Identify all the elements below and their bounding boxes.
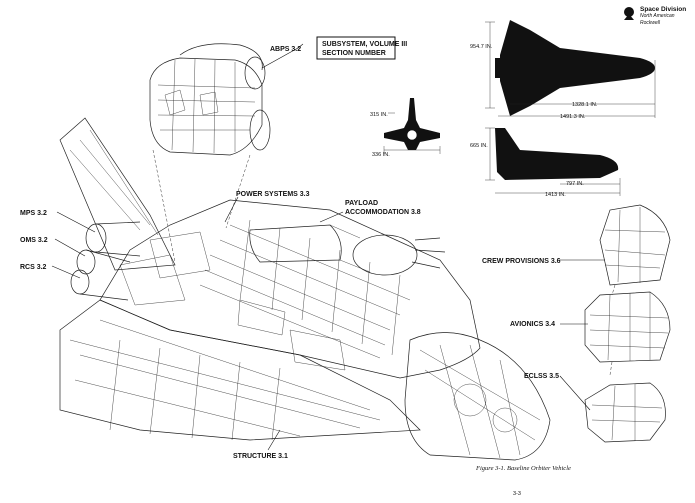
legend-box [316,36,396,60]
label-power-systems: POWER SYSTEMS 3.3 [236,191,310,198]
figure-caption: Figure 3-1. Baseline Orbiter Vehicle [475,465,571,472]
brand-line-2: North American Rockwell [640,13,675,26]
side-view-silhouette [485,127,621,196]
dim-side-length-2: 1413 IN. [545,192,566,198]
dim-front-width: 336 IN. [372,152,390,158]
label-avionics: AVIONICS 3.4 [510,321,555,328]
dim-top-length-1: 1328.1 IN. [572,102,598,108]
dim-span: 954.7 IN. [470,44,493,50]
brand-line-1: Space Division [640,6,687,13]
front-view-silhouette [383,98,441,154]
dim-front-top: 315 IN. [370,112,388,118]
label-crew-provisions: CREW PROVISIONS 3.6 [482,258,561,265]
abps-module [149,43,271,156]
label-payload-accommodation: ACCOMMODATION 3.8 [345,209,421,216]
legend-line-2: SECTION NUMBER [322,50,386,57]
label-abps: ABPS 3.2 [270,46,301,53]
dim-top-length-2: 1491.3 IN. [560,114,586,120]
legend-line-1: SUBSYSTEM, VOLUME III [322,41,407,48]
label-eclss: ECLSS 3.5 [524,373,559,380]
dim-side-height: 665 IN. [470,143,488,149]
label-payload: PAYLOAD [345,200,378,207]
page-number: 3-3 [513,491,521,497]
label-structure: STRUCTURE 3.1 [233,453,288,460]
orbiter-body [59,117,551,461]
avionics-module [584,291,671,363]
label-oms: OMS 3.2 [20,237,48,244]
eclss-module [584,382,666,443]
brand-block: Space Division North American Rockwell [640,6,695,27]
label-rcs: RCS 3.2 [20,264,47,271]
top-view-silhouette [485,20,656,118]
dim-side-length-1: 797 IN. [566,181,584,187]
label-mps: MPS 3.2 [20,210,47,217]
crew-provisions-module [599,204,671,286]
